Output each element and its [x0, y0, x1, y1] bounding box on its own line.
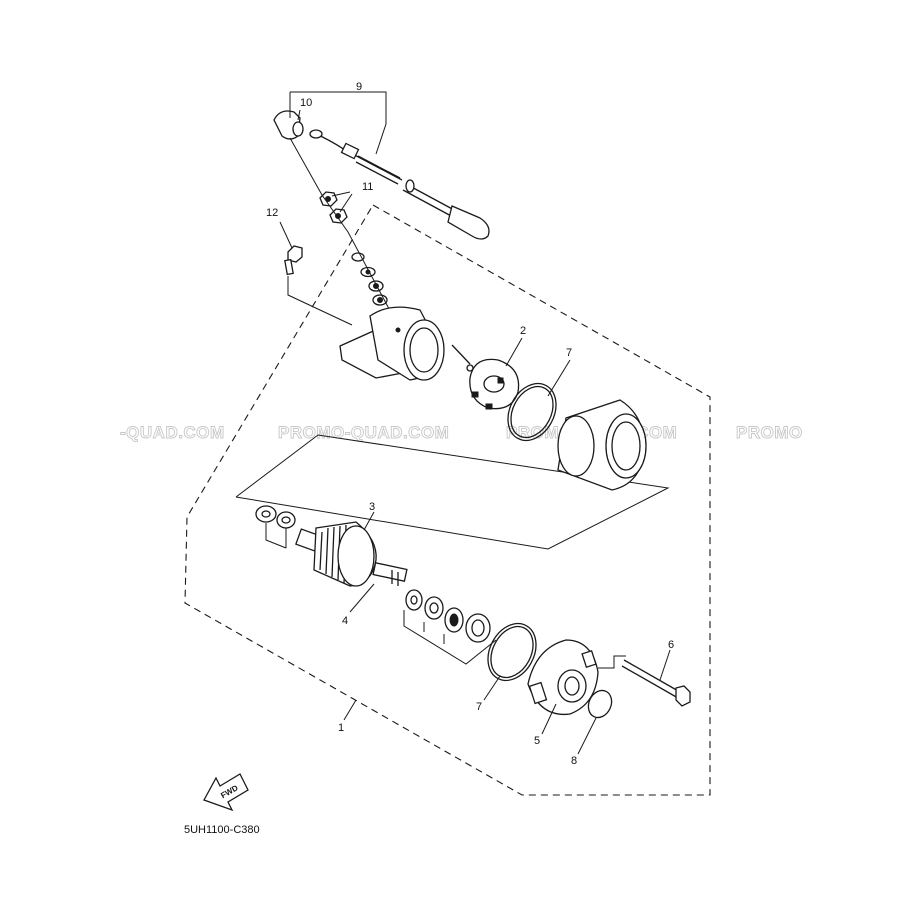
armature — [295, 521, 408, 587]
thrust-washer — [255, 505, 277, 523]
leader-line — [598, 655, 626, 669]
callout-label: 10 — [300, 97, 312, 109]
yoke-tube — [557, 399, 647, 491]
starter-cable — [309, 129, 490, 240]
leader-line — [287, 276, 353, 326]
leader-line — [265, 523, 287, 549]
watermark-text: PROMO — [736, 423, 803, 442]
starter-yoke-housing — [339, 306, 445, 381]
washer — [405, 589, 423, 611]
armature-bracket — [235, 434, 670, 550]
o-ring-small — [587, 689, 613, 719]
o-ring — [510, 385, 554, 439]
callout-label: 7 — [476, 701, 482, 713]
bolt — [284, 245, 303, 276]
armature-set-bracket — [403, 610, 497, 665]
callout-label: 1 — [338, 722, 344, 734]
assembly-boundary — [184, 204, 711, 796]
callout-label: 9 — [356, 81, 362, 93]
terminal-cover — [273, 110, 304, 140]
callout-label: 7 — [566, 347, 572, 359]
callout-label: 6 — [668, 639, 674, 651]
fwd-arrow-icon: FWD — [203, 773, 249, 812]
o-ring — [490, 625, 534, 679]
callout-label: 4 — [342, 615, 348, 627]
callout-leaders — [279, 91, 671, 755]
callout-label: 11 — [362, 181, 373, 193]
brush-holder-plate — [451, 344, 520, 410]
washer — [424, 596, 444, 620]
callout-label: 12 — [266, 207, 278, 219]
watermark-text: -QUAD.COM — [120, 423, 225, 442]
seal — [444, 607, 464, 633]
callout-label: 8 — [571, 755, 577, 767]
o-ring — [507, 382, 557, 442]
watermark-text: PROMO-QUAD.COM — [278, 423, 449, 442]
leader-line — [289, 137, 396, 321]
callout-label: 2 — [520, 325, 526, 337]
through-bolt — [621, 659, 691, 707]
washer-stack — [351, 252, 388, 306]
rear-end-cover — [527, 639, 599, 716]
diagram-code: 5UH1100-C380 — [184, 824, 260, 836]
hex-nut — [329, 208, 348, 224]
callout-label: 3 — [369, 501, 375, 513]
bearing — [465, 613, 491, 643]
watermark-row: -QUAD.COM PROMO-QUAD.COM PROMO-QUAD.COM … — [120, 423, 803, 443]
thrust-washer — [276, 511, 296, 529]
callout-label: 5 — [534, 735, 540, 747]
